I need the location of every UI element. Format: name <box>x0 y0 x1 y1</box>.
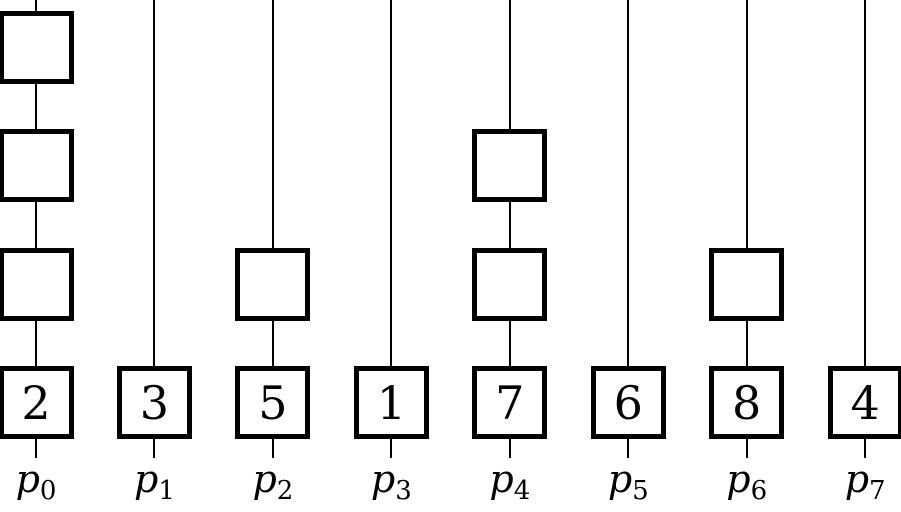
process-line <box>508 0 511 458</box>
process-label-base: p <box>15 457 40 501</box>
slot-value: 1 <box>376 375 406 430</box>
value-box: 5 <box>235 366 311 439</box>
slot-value: 4 <box>850 375 880 430</box>
process-label: p3 <box>336 460 446 504</box>
process-label-base: p <box>252 457 277 501</box>
process-label-subscript: 2 <box>276 476 294 506</box>
value-box: 1 <box>353 366 429 439</box>
value-box: 6 <box>590 366 666 439</box>
process-label-subscript: 1 <box>158 476 175 506</box>
process-line <box>745 0 748 458</box>
value-box: 8 <box>709 366 785 439</box>
empty-slot-box <box>0 129 74 202</box>
process-label-subscript: 3 <box>395 476 412 506</box>
process-label-base: p <box>607 457 633 501</box>
process-label-subscript: 7 <box>869 476 886 506</box>
slot-value: 5 <box>258 375 288 430</box>
empty-slot-box <box>472 247 548 321</box>
empty-slot-box <box>709 247 785 321</box>
empty-slot-box <box>0 10 74 84</box>
empty-slot-box <box>0 247 74 321</box>
process-label: p6 <box>692 460 802 504</box>
process-label: p0 <box>0 460 91 504</box>
value-box: 7 <box>472 366 548 439</box>
process-line <box>271 0 274 458</box>
process-label-subscript: 5 <box>632 476 649 506</box>
process-label-base: p <box>726 457 751 501</box>
value-box: 2 <box>0 366 74 439</box>
process-label: p1 <box>99 460 209 504</box>
slot-value: 6 <box>613 375 643 430</box>
empty-slot-box <box>235 247 311 321</box>
process-label: p5 <box>573 460 683 504</box>
process-label-base: p <box>134 457 159 501</box>
process-line <box>864 0 867 458</box>
process-line <box>35 0 37 458</box>
slot-value: 7 <box>495 375 525 430</box>
process-label-subscript: 0 <box>39 476 57 506</box>
process-line <box>390 0 393 458</box>
process-label-subscript: 6 <box>750 476 768 506</box>
empty-slot-box <box>472 129 548 202</box>
process-label-base: p <box>370 457 396 501</box>
process-label: p2 <box>218 460 328 504</box>
slot-value: 2 <box>21 375 51 430</box>
process-line <box>153 0 156 458</box>
process-line <box>627 0 630 458</box>
process-label: p7 <box>810 460 901 504</box>
process-label-base: p <box>844 457 870 501</box>
value-box: 4 <box>827 366 901 439</box>
process-label-subscript: 4 <box>513 476 531 506</box>
value-box: 3 <box>116 366 192 439</box>
process-label: p4 <box>455 460 565 504</box>
process-label-base: p <box>489 457 514 501</box>
slot-value: 8 <box>732 375 762 430</box>
slot-value: 3 <box>139 375 170 430</box>
